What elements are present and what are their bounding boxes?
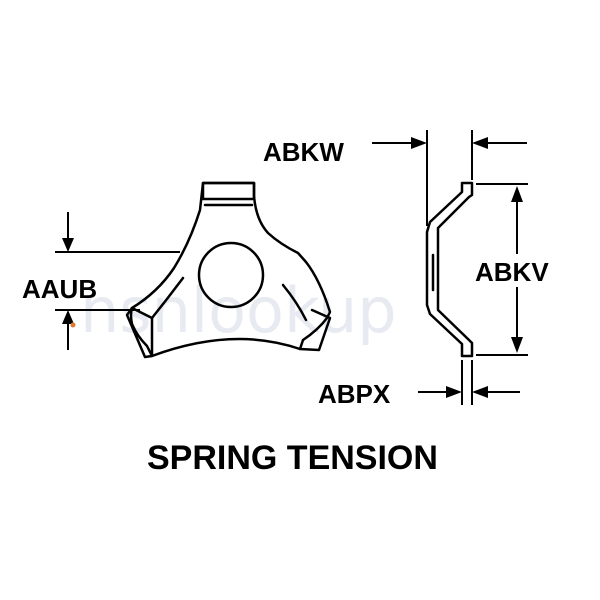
abpx-label: ABPX bbox=[318, 379, 391, 409]
center-hole bbox=[197, 241, 265, 309]
top-tab bbox=[201, 181, 256, 201]
abkw-dimension: ABKW bbox=[263, 130, 527, 226]
abpx-dimension: ABPX bbox=[318, 360, 520, 409]
abpx-arrow-right bbox=[446, 386, 462, 398]
right-tab bbox=[298, 308, 332, 352]
abpx-arrow-left bbox=[472, 386, 488, 398]
abkv-arrow-down bbox=[511, 337, 523, 353]
washer-side-view bbox=[425, 181, 474, 358]
aaub-dimension: AAUB bbox=[22, 212, 180, 350]
abkv-arrow-up bbox=[511, 186, 523, 202]
abkv-dimension: ABKV bbox=[475, 183, 549, 356]
abkw-arrow-right bbox=[411, 137, 427, 149]
aaub-arrow-up bbox=[62, 310, 74, 324]
aaub-label: AAUB bbox=[22, 274, 97, 304]
marker-dot bbox=[70, 322, 76, 328]
abkw-label: ABKW bbox=[263, 137, 344, 167]
left-tab-inner-line bbox=[150, 276, 185, 320]
right-tab-inner-line bbox=[281, 283, 308, 322]
abkw-arrow-left bbox=[472, 137, 488, 149]
side-profile-outline bbox=[425, 181, 474, 358]
aaub-arrow-down bbox=[62, 238, 74, 252]
diagram-caption: SPRING TENSION bbox=[147, 439, 438, 477]
washer-body-outline bbox=[129, 181, 332, 358]
washer-top-view bbox=[125, 181, 332, 359]
abkv-label: ABKV bbox=[475, 257, 549, 287]
